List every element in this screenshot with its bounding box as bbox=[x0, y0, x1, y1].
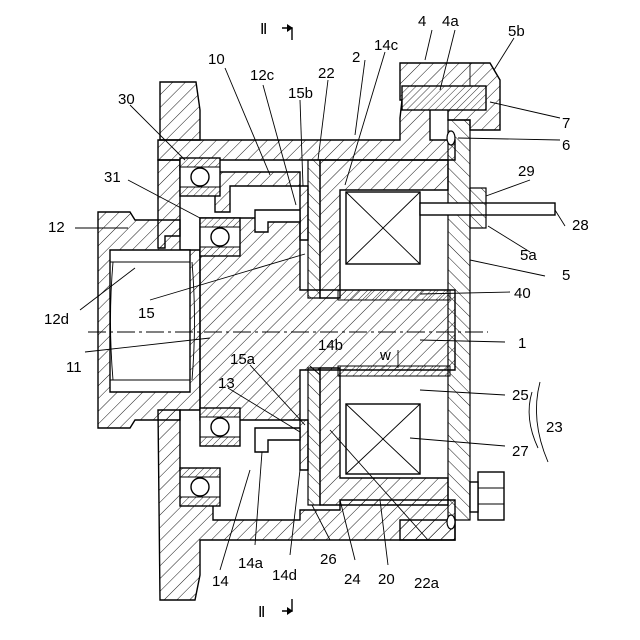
label-30: 30 bbox=[118, 91, 135, 108]
bearing-inner-lower bbox=[200, 408, 240, 446]
label-28: 28 bbox=[572, 217, 589, 234]
label-24: 24 bbox=[344, 571, 361, 588]
label-w: w bbox=[379, 347, 391, 364]
bearing-outer-upper bbox=[180, 158, 220, 196]
label-11: 11 bbox=[66, 359, 82, 376]
label-29: 29 bbox=[518, 163, 535, 180]
label-15a: 15a bbox=[230, 351, 256, 368]
label-7: 7 bbox=[562, 115, 570, 132]
label-10: 10 bbox=[208, 51, 225, 68]
label-4a: 4a bbox=[442, 13, 459, 30]
label-25: 25 bbox=[512, 387, 529, 404]
label-5: 5 bbox=[562, 267, 570, 284]
bearing-inner-upper bbox=[200, 218, 240, 256]
label-22: 22 bbox=[318, 65, 335, 82]
label-14a: 14a bbox=[238, 555, 264, 572]
plate-10 bbox=[215, 172, 300, 212]
svg-text:Ⅱ: Ⅱ bbox=[258, 605, 265, 621]
section-mark-bottom: Ⅱ bbox=[258, 599, 293, 621]
label-12: 12 bbox=[48, 219, 65, 236]
label-26: 26 bbox=[320, 551, 337, 568]
o-ring-6 bbox=[447, 131, 455, 145]
label-14: 14 bbox=[212, 573, 229, 590]
label-31: 31 bbox=[104, 169, 121, 186]
label-27: 27 bbox=[512, 443, 529, 460]
label-5a: 5a bbox=[520, 247, 537, 264]
label-14c: 14c bbox=[374, 37, 399, 54]
label-1: 1 bbox=[518, 335, 526, 352]
label-13: 13 bbox=[218, 375, 235, 392]
label-12d: 12d bbox=[44, 311, 69, 328]
terminal-28 bbox=[420, 188, 555, 228]
label-5b: 5b bbox=[508, 23, 525, 40]
label-14b: 14b bbox=[318, 337, 343, 354]
bolt-lower bbox=[470, 472, 504, 520]
label-6: 6 bbox=[562, 137, 570, 154]
label-4: 4 bbox=[418, 13, 426, 30]
label-40: 40 bbox=[514, 285, 531, 302]
o-ring-lower bbox=[447, 515, 455, 529]
bearing-outer-lower bbox=[180, 468, 220, 506]
label-20: 20 bbox=[378, 571, 395, 588]
label-23: 23 bbox=[546, 419, 563, 436]
coil-27-lower bbox=[346, 404, 420, 474]
label-22a: 22a bbox=[414, 575, 440, 592]
svg-text:Ⅱ: Ⅱ bbox=[260, 22, 267, 38]
section-mark-top: Ⅱ bbox=[260, 22, 293, 40]
label-12c: 12c bbox=[250, 67, 275, 84]
label-15: 15 bbox=[138, 305, 155, 322]
label-14d: 14d bbox=[272, 567, 297, 584]
label-15b: 15b bbox=[288, 85, 313, 102]
label-2: 2 bbox=[352, 49, 360, 66]
coil-27-upper bbox=[346, 192, 420, 264]
